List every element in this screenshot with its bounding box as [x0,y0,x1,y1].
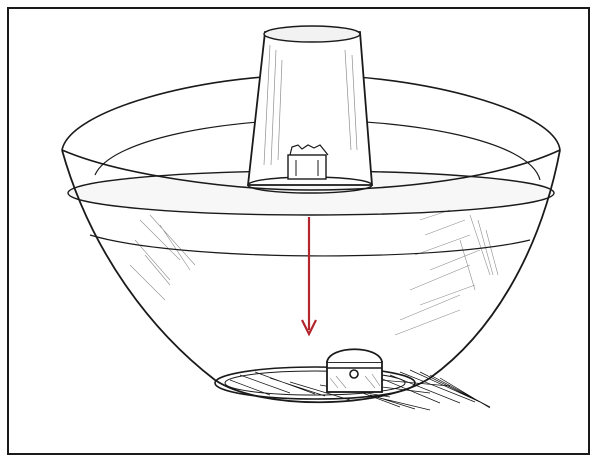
bowl-shading [130,210,498,335]
treasure-chest-icon [327,349,382,392]
down-arrow-icon [302,217,316,334]
bowl-bottom-plate [215,367,415,399]
